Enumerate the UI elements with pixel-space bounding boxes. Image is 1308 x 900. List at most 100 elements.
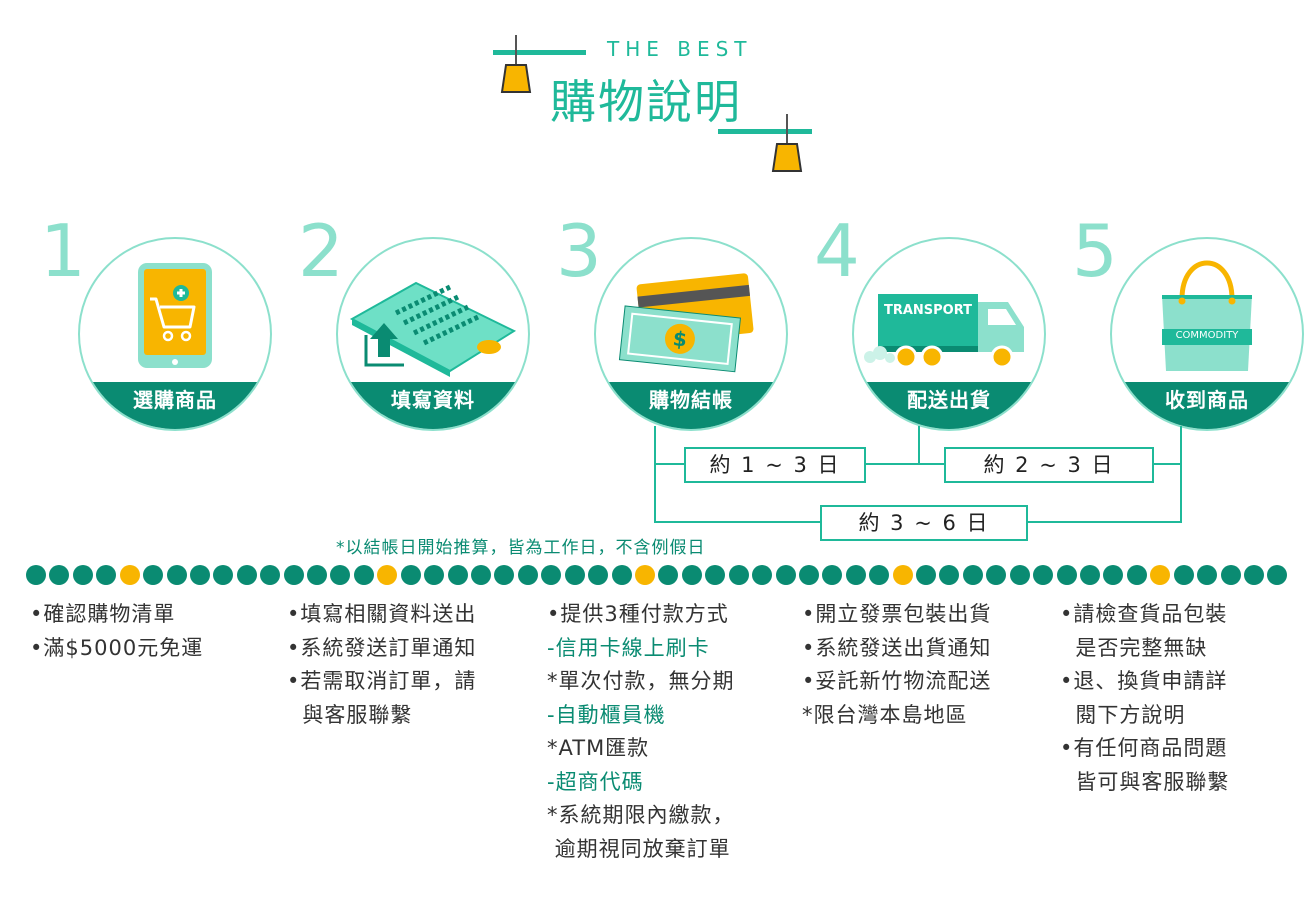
column-line: *ATM匯款	[547, 736, 650, 760]
timeline-line	[1180, 426, 1182, 522]
dot-divider	[26, 565, 1288, 587]
divider-dot	[143, 565, 164, 585]
transport-truck-icon: TRANSPORT	[883, 303, 973, 318]
divider-dot	[447, 565, 468, 585]
timeline-note: *以結帳日開始推算，皆為工作日，不含例假日	[336, 538, 706, 558]
step-label: 購物結帳	[596, 382, 786, 429]
column-line: *單次付款，無分期	[547, 669, 735, 693]
tablet-cart-icon	[138, 263, 212, 368]
divider-dot	[517, 565, 538, 585]
form-upload-icon	[349, 281, 517, 377]
divider-dot	[845, 565, 866, 585]
step-number: 3	[556, 209, 602, 293]
svg-text:$: $	[672, 326, 688, 351]
divider-dot	[213, 565, 234, 585]
divider-dot	[1243, 565, 1264, 585]
divider-dot	[330, 565, 351, 585]
divider-dot	[400, 565, 421, 585]
step-circle: COMMODITY 收到商品	[1110, 237, 1304, 431]
column-5: •請檢查貨品包裝 是否完整無缺 •退、換貨申請詳 閱下方說明 •有任何商品問題 …	[1060, 598, 1229, 799]
divider-dot	[96, 565, 117, 585]
duration-box-1: 約 1 ~ 3 日	[684, 447, 866, 483]
divider-dot	[611, 565, 632, 585]
payment-method-credit-card: -信用卡線上刷卡	[547, 635, 710, 660]
header-subtitle: THE BEST	[607, 37, 753, 61]
step-number: 5	[1072, 209, 1118, 293]
divider-dot	[49, 565, 70, 585]
step-label: 選購商品	[80, 382, 270, 429]
column-line: *限台灣本島地區	[802, 702, 968, 727]
divider-dot	[634, 565, 655, 585]
payment-method-store-code: -超商代碼	[547, 769, 644, 794]
column-line: •系統發送訂單通知	[287, 635, 477, 660]
duration-box-3: 約 3 ~ 6 日	[820, 505, 1028, 541]
step-2: 2 填寫資料	[298, 215, 536, 431]
column-line: •開立發票包裝出貨	[802, 602, 992, 626]
payment-method-atm: -自動櫃員機	[547, 702, 666, 727]
step-number: 4	[814, 209, 860, 293]
column-line: 是否完整無缺	[1060, 635, 1208, 660]
column-line: •妥託新竹物流配送	[802, 669, 992, 693]
divider-dot	[236, 565, 257, 585]
step-circle: TRANSPORT 配送出貨	[852, 237, 1046, 431]
divider-dot	[377, 565, 398, 585]
step-circle: $ 購物結帳	[594, 237, 788, 431]
header-line-bottom	[718, 129, 812, 134]
divider-dot	[986, 565, 1007, 585]
commodity-bag-icon: COMMODITY	[1175, 330, 1239, 341]
divider-dot	[798, 565, 819, 585]
column-4: •開立發票包裝出貨 •系統發送出貨通知 •妥託新竹物流配送 *限台灣本島地區	[802, 598, 991, 732]
column-line: •提供3種付款方式	[547, 602, 729, 626]
divider-dot	[353, 565, 374, 585]
divider-dot	[892, 565, 913, 585]
column-line: 逾期視同放棄訂單	[547, 836, 731, 861]
divider-dot	[189, 565, 210, 585]
column-line: *系統期限內繳款，	[547, 803, 735, 827]
divider-dot	[588, 565, 609, 585]
divider-dot	[1009, 565, 1030, 585]
column-line: 與客服聯繫	[287, 702, 413, 727]
page-title: 購物說明	[550, 75, 742, 129]
divider-dot	[822, 565, 843, 585]
divider-dot	[260, 565, 281, 585]
divider-dot	[752, 565, 773, 585]
column-line: •確認購物清單	[30, 602, 176, 626]
divider-dot	[166, 565, 187, 585]
timeline-line	[654, 463, 684, 465]
timeline-line	[866, 463, 944, 465]
divider-dot	[1150, 565, 1171, 585]
column-line: •系統發送出貨通知	[802, 635, 992, 660]
column-3: •提供3種付款方式 -信用卡線上刷卡 *單次付款，無分期 -自動櫃員機 *ATM…	[547, 598, 735, 866]
column-line: •滿$5000元免運	[30, 635, 204, 660]
step-1: 1 選購商品	[40, 215, 278, 431]
step-circle: 選購商品	[78, 237, 272, 431]
divider-dot	[1267, 565, 1288, 585]
divider-dot	[705, 565, 726, 585]
divider-dot	[939, 565, 960, 585]
timeline-line	[1026, 521, 1182, 523]
step-label: 填寫資料	[338, 382, 528, 429]
column-line: 閱下方說明	[1060, 702, 1186, 727]
divider-dot	[1056, 565, 1077, 585]
divider-dot	[564, 565, 585, 585]
divider-dot	[1197, 565, 1218, 585]
divider-dot	[424, 565, 445, 585]
timeline-line	[654, 426, 656, 522]
column-line: •填寫相關資料送出	[287, 602, 477, 626]
divider-dot	[658, 565, 679, 585]
timeline-line	[654, 521, 820, 523]
duration-box-2: 約 2 ~ 3 日	[944, 447, 1154, 483]
lamp-cord-left	[515, 35, 517, 65]
card-cash-icon: $	[618, 273, 754, 373]
divider-dot	[307, 565, 328, 585]
divider-dot	[962, 565, 983, 585]
divider-dot	[283, 565, 304, 585]
divider-dot	[916, 565, 937, 585]
divider-dot	[72, 565, 93, 585]
divider-dot	[541, 565, 562, 585]
column-line: •若需取消訂單，請	[287, 669, 477, 693]
divider-dot	[119, 565, 140, 585]
column-1: •確認購物清單 •滿$5000元免運	[30, 598, 203, 665]
divider-dot	[775, 565, 796, 585]
step-number: 1	[40, 209, 86, 293]
